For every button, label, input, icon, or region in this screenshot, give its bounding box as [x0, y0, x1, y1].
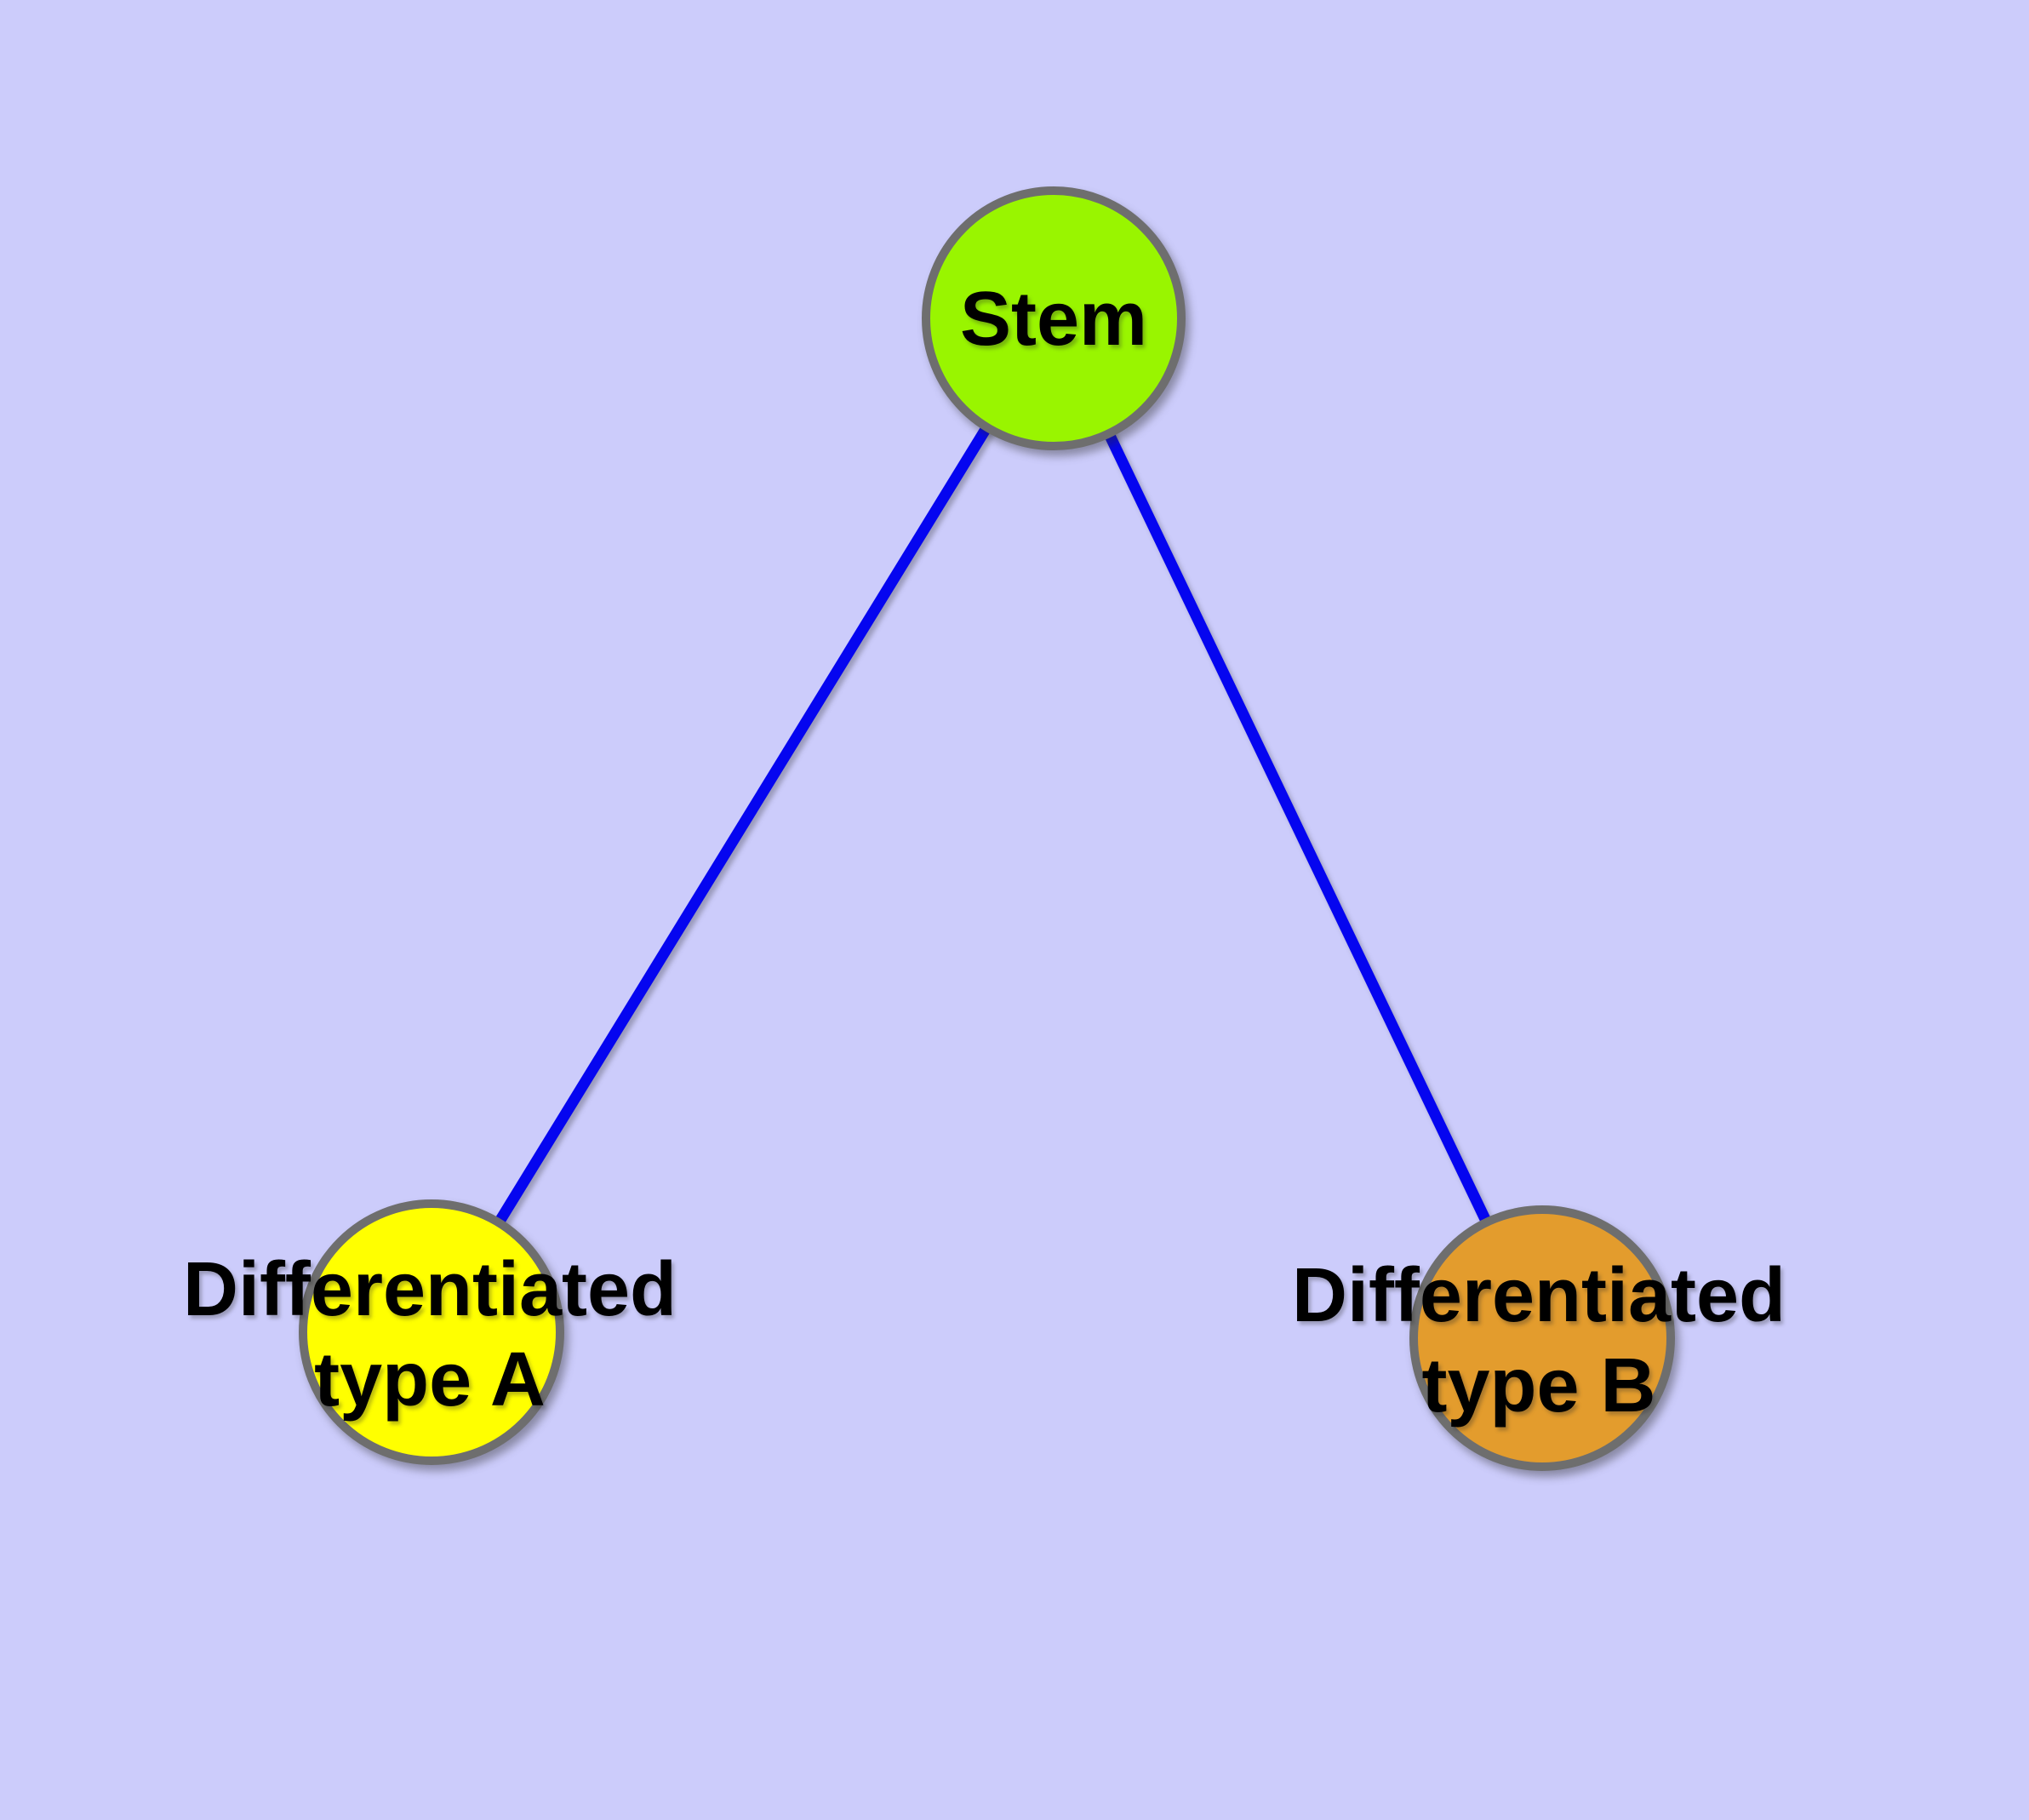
type-a-node-label-line1: Differentiated: [183, 1247, 677, 1332]
stem-node-label: Stem: [960, 277, 1147, 362]
type-b-node-label-line1: Differentiated: [1292, 1253, 1786, 1338]
type-b-node-label-line2: type B: [1421, 1343, 1655, 1428]
stem-node-circle: [922, 186, 1186, 450]
edge-stem-to-type-a: [426, 315, 1059, 1336]
node-stem: Stem: [922, 186, 1186, 450]
edge-layer: [426, 315, 1547, 1341]
node-differentiated-type-a: Differentiated type A: [183, 1199, 677, 1465]
node-differentiated-type-b: Differentiated type B: [1292, 1205, 1786, 1471]
type-b-node-circle: [1409, 1205, 1675, 1471]
type-a-node-circle: [299, 1199, 564, 1465]
type-a-node-label-line2: type A: [314, 1337, 546, 1422]
edge-stem-to-type-b: [1049, 316, 1547, 1341]
